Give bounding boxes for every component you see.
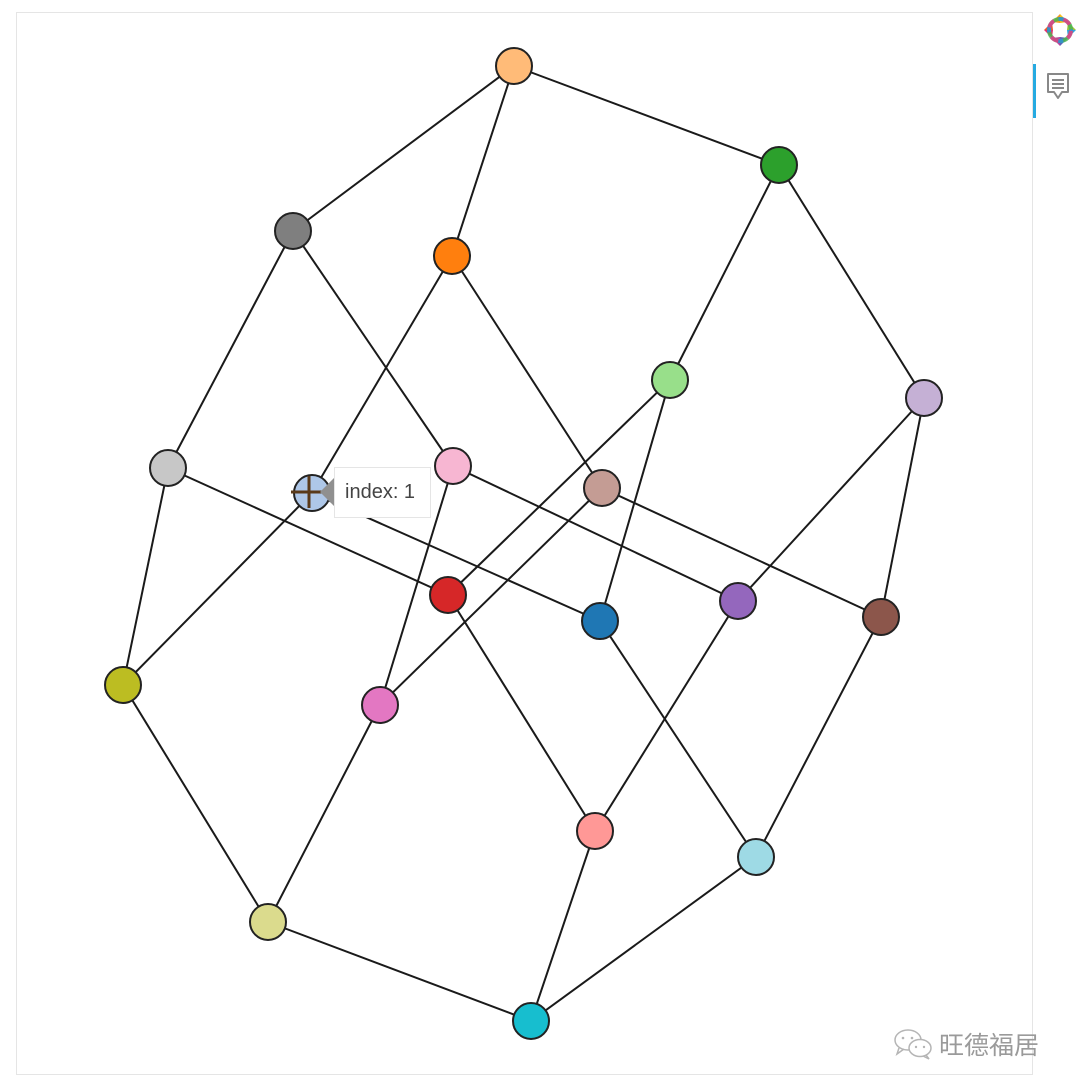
graph-node-16[interactable]: [576, 812, 614, 850]
graph-node-17[interactable]: [737, 838, 775, 876]
graph-edge: [447, 594, 596, 832]
graph-node-2[interactable]: [433, 237, 471, 275]
graph-edge: [530, 856, 757, 1022]
graph-edge: [601, 487, 882, 618]
graph-edge: [122, 467, 169, 686]
graph-edge: [122, 684, 269, 923]
graph-edge: [451, 255, 603, 489]
graph-edge: [267, 921, 532, 1022]
graph-node-7[interactable]: [581, 602, 619, 640]
graph-edge: [880, 397, 925, 618]
graph-node-18[interactable]: [249, 903, 287, 941]
graph-edge: [451, 65, 515, 257]
graph-node-6[interactable]: [429, 576, 467, 614]
graph-edge: [379, 487, 603, 706]
graph-node-5[interactable]: [905, 379, 943, 417]
graph-edge: [737, 397, 925, 602]
graph-edge: [447, 379, 671, 596]
graph-edge: [755, 616, 882, 858]
graph-node-3[interactable]: [760, 146, 798, 184]
graph-edge: [292, 230, 454, 467]
watermark: 旺德福居: [893, 1026, 1039, 1062]
wechat-icon: [894, 1029, 932, 1060]
graph-edge: [167, 230, 294, 469]
graph-edge: [267, 704, 381, 923]
plot-canvas[interactable]: [16, 12, 1033, 1075]
graph-edge: [669, 164, 780, 381]
graph-node-14[interactable]: [104, 666, 142, 704]
hover-tooltip: index: 1: [334, 467, 431, 518]
graph-edge: [778, 164, 925, 399]
graph-edge: [599, 379, 671, 622]
graph-edge: [379, 465, 454, 706]
graph-edge: [452, 465, 739, 602]
graph-edge: [594, 600, 739, 832]
graph-node-15[interactable]: [361, 686, 399, 724]
bokeh-logo-icon[interactable]: [1042, 12, 1078, 48]
graph-node-0[interactable]: [495, 47, 533, 85]
plot-toolbar: [1033, 8, 1080, 118]
graph-node-12[interactable]: [274, 212, 312, 250]
graph-edges: [122, 65, 925, 1022]
active-tool-indicator: [1033, 64, 1036, 118]
graph-edge: [292, 65, 515, 232]
graph-node-19[interactable]: [512, 1002, 550, 1040]
graph-edge: [513, 65, 780, 166]
tooltip-arrow: [320, 478, 334, 506]
graph-node-10[interactable]: [583, 469, 621, 507]
graph-node-13[interactable]: [149, 449, 187, 487]
hover-tool-icon[interactable]: [1044, 70, 1074, 104]
tooltip-text: index: 1: [345, 481, 416, 503]
watermark-text: 旺德福居: [939, 1032, 1040, 1060]
graph-node-8[interactable]: [719, 582, 757, 620]
graph-node-4[interactable]: [651, 361, 689, 399]
graph-edge: [167, 467, 449, 596]
graph-edge: [530, 830, 596, 1022]
graph-nodes: [104, 47, 943, 1040]
graph-node-11[interactable]: [434, 447, 472, 485]
graph-edge: [599, 620, 757, 858]
graph-edge: [311, 255, 453, 494]
graph-edge: [122, 492, 313, 686]
graph-node-9[interactable]: [862, 598, 900, 636]
